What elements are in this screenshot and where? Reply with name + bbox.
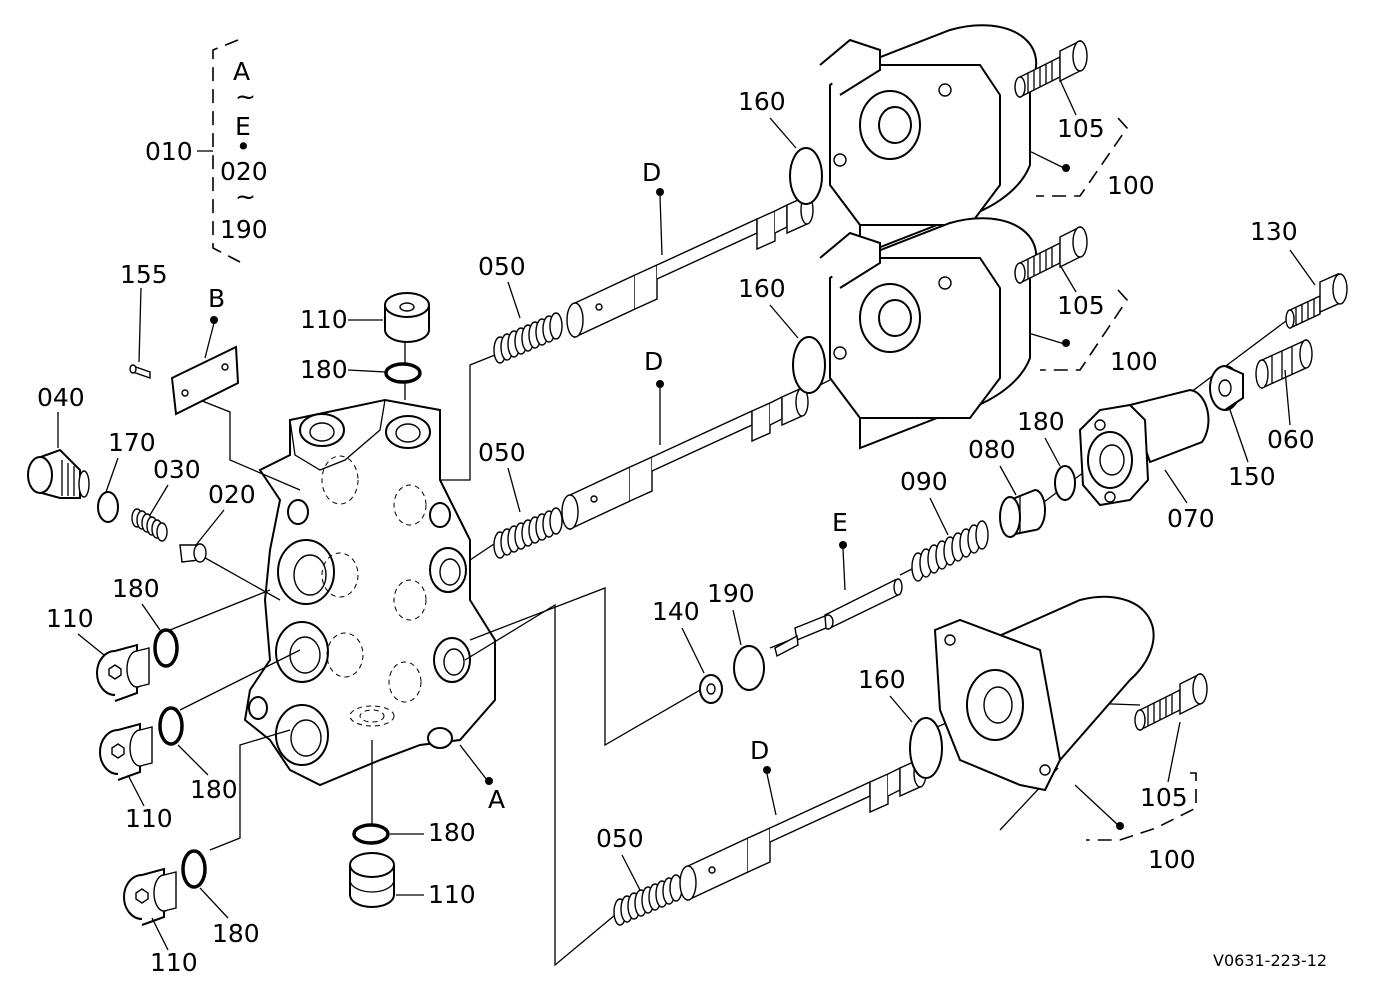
plug-110-b <box>99 723 153 781</box>
oring-180-b <box>158 706 184 746</box>
nut-150 <box>1209 365 1244 411</box>
pin-E <box>774 578 903 658</box>
poppet-020 <box>179 543 207 563</box>
oring-160-3 <box>909 717 943 779</box>
label-170: 170 <box>108 428 156 457</box>
range-start-number: 020 <box>220 157 268 186</box>
oring-180-right <box>1054 465 1076 501</box>
label-050-3: 050 <box>596 824 644 853</box>
label-D-2: D <box>644 347 663 376</box>
label-180-c: 180 <box>212 919 260 948</box>
screw-155 <box>129 364 151 379</box>
label-070: 070 <box>1167 504 1215 533</box>
oring-180-bottom <box>352 823 390 845</box>
label-160-1: 160 <box>738 87 786 116</box>
nameplate-B <box>170 345 240 416</box>
spring-090 <box>911 520 989 582</box>
relief-plug-040 <box>27 448 90 499</box>
label-010: 010 <box>145 137 193 166</box>
label-D-1: D <box>642 158 661 187</box>
label-180-b: 180 <box>190 775 238 804</box>
label-105-1: 105 <box>1057 114 1105 143</box>
group-bracket: 010 A ~ E • 020 ~ 190 <box>145 39 268 263</box>
solenoid-100-2 <box>819 217 1038 449</box>
label-160-2: 160 <box>738 274 786 303</box>
sleeve-060 <box>1255 338 1313 390</box>
oring-180-c <box>181 849 207 889</box>
figure-code: V0631-223-12 <box>1213 951 1327 970</box>
label-100-3: 100 <box>1148 845 1196 874</box>
label-180-a: 180 <box>112 574 160 603</box>
spool-D-1 <box>566 195 814 338</box>
spring-030 <box>131 508 168 542</box>
oring-180-top <box>384 362 422 384</box>
label-140: 140 <box>652 597 700 626</box>
range-tilde-bottom: ~ <box>235 182 256 211</box>
oring-160-2 <box>792 336 826 394</box>
oring-180-a <box>153 628 179 668</box>
spring-050-1 <box>493 312 563 364</box>
plug-110-bottom <box>349 852 395 908</box>
label-A: A <box>488 785 505 814</box>
bolt-105-3 <box>1134 673 1208 731</box>
plug-110-top <box>384 292 430 343</box>
part-labels: 155 B 110 180 040 170 030 020 180 110 11… <box>37 79 1327 977</box>
label-110-top: 110 <box>300 305 348 334</box>
housing-070 <box>1078 388 1210 507</box>
label-040: 040 <box>37 383 85 412</box>
range-separator: • <box>236 132 251 161</box>
range-start-letter: A <box>233 57 250 86</box>
label-110-bottom: 110 <box>428 880 476 909</box>
piston-080 <box>999 488 1046 538</box>
plug-110-c <box>123 868 177 926</box>
valve-body-A <box>243 398 496 787</box>
spool-D-3 <box>679 758 927 901</box>
label-180-bottom: 180 <box>428 818 476 847</box>
leader-dots <box>210 164 1124 830</box>
spool-D-2 <box>561 387 809 530</box>
label-190: 190 <box>707 579 755 608</box>
oring-170 <box>97 491 119 523</box>
label-180-top: 180 <box>300 355 348 384</box>
label-130: 130 <box>1250 217 1298 246</box>
bracket-100-1 <box>1036 117 1129 197</box>
label-150: 150 <box>1228 462 1276 491</box>
label-060: 060 <box>1267 425 1315 454</box>
label-110-c: 110 <box>150 948 198 977</box>
label-105-3: 105 <box>1140 783 1188 812</box>
solenoid-100-3 <box>933 595 1155 792</box>
label-105-2: 105 <box>1057 291 1105 320</box>
label-160-3: 160 <box>858 665 906 694</box>
oring-160-1 <box>789 147 823 205</box>
label-020: 020 <box>208 480 256 509</box>
label-180-right: 180 <box>1017 407 1065 436</box>
label-030: 030 <box>153 455 201 484</box>
spring-050-2 <box>493 507 563 559</box>
label-100-1: 100 <box>1107 171 1155 200</box>
label-050-1: 050 <box>478 252 526 281</box>
spring-050-3 <box>613 874 683 926</box>
range-tilde-top: ~ <box>235 82 256 111</box>
washer-140 <box>699 674 723 704</box>
bolt-130 <box>1285 272 1348 330</box>
label-D-3: D <box>750 736 769 765</box>
label-080: 080 <box>968 435 1016 464</box>
label-B: B <box>208 284 225 313</box>
label-110-a: 110 <box>46 604 94 633</box>
label-090: 090 <box>900 467 948 496</box>
label-100-2: 100 <box>1110 347 1158 376</box>
bracket-100-3 <box>1086 772 1197 841</box>
label-E: E <box>832 508 848 537</box>
oring-190 <box>733 645 765 691</box>
range-end-letter: E <box>235 112 251 141</box>
range-end-number: 190 <box>220 215 268 244</box>
label-155: 155 <box>120 260 168 289</box>
label-110-b: 110 <box>125 804 173 833</box>
label-050-2: 050 <box>478 438 526 467</box>
plug-110-a <box>96 644 150 702</box>
bracket-100-2 <box>1040 289 1129 371</box>
